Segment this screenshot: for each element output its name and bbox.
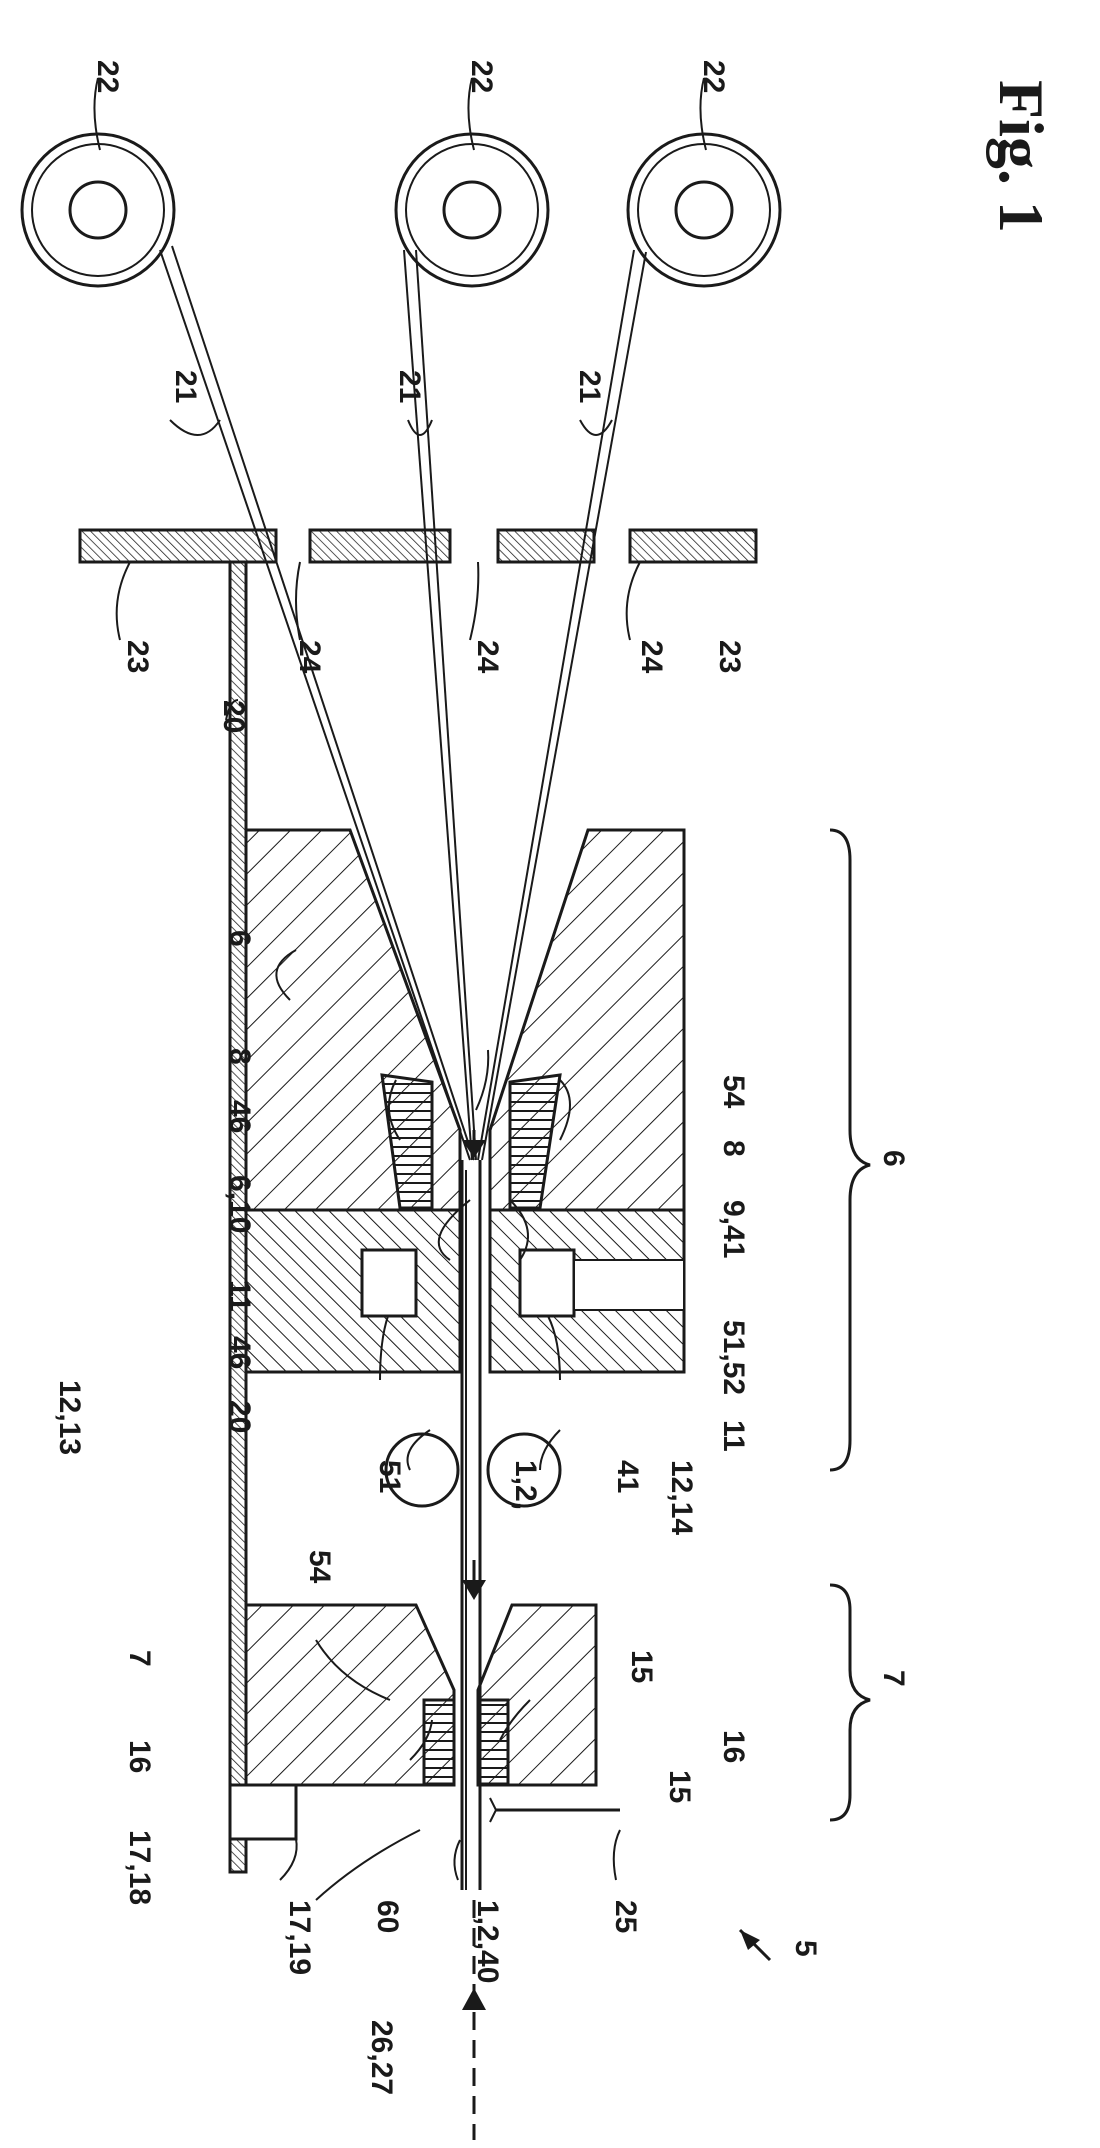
figure-title: Fig. 1: [986, 80, 1057, 233]
sensor-box: [230, 1785, 296, 1839]
label-22-left: 22: [91, 60, 124, 93]
label-21-left: 21: [169, 370, 202, 403]
brackets: [830, 830, 870, 1820]
label-6-top: 6: [223, 930, 256, 947]
guide-pin: [490, 1798, 620, 1822]
label-11-right: 11: [717, 1420, 750, 1452]
label-22-right: 22: [697, 60, 730, 93]
label-12-13: 12,13: [53, 1380, 86, 1455]
wall-plate: [80, 530, 756, 562]
label-25: 25: [609, 1900, 642, 1933]
label-41: 41: [611, 1460, 644, 1493]
label-26-27: 26,27: [365, 2020, 398, 2095]
reel-left: [22, 134, 174, 286]
label-24-c: 24: [635, 640, 668, 674]
label-1-2: 1,2,: [509, 1460, 542, 1510]
label-24-b: 24: [471, 640, 504, 674]
label-17-18: 17,18: [123, 1830, 156, 1905]
label-11-left: 11: [223, 1280, 256, 1312]
label-54-top: 54: [717, 1075, 750, 1109]
label-46-top: 46: [223, 1100, 256, 1133]
label-21-right: 21: [573, 370, 606, 403]
label-16-left: 16: [123, 1740, 156, 1773]
label-51-52: 51,52: [717, 1320, 750, 1395]
label-6-bracket: 6: [877, 1150, 910, 1167]
label-5: 5: [789, 1940, 822, 1957]
label-51: 51: [373, 1460, 406, 1493]
die-block-upper: [246, 830, 684, 1210]
label-60: 60: [371, 1900, 404, 1933]
reel-right: [628, 134, 780, 286]
reel-middle: [396, 134, 548, 286]
label-21-middle: 21: [393, 370, 426, 403]
label-20-bottom: 20: [223, 1400, 256, 1433]
die-block-lower: [246, 1605, 596, 1785]
label-8-right: 8: [717, 1140, 750, 1157]
label-15-bottom: 15: [663, 1770, 696, 1803]
label-7-bracket: 7: [877, 1670, 910, 1687]
label-9-41: 9,41: [717, 1200, 750, 1258]
label-17-19: 17,19: [283, 1900, 316, 1975]
label-8-left: 8: [223, 1048, 256, 1065]
label-23-left: 23: [121, 640, 154, 673]
label-24-a: 24: [293, 640, 326, 674]
label-22-middle: 22: [465, 60, 498, 93]
label-7-top: 7: [123, 1650, 156, 1667]
label-23-right: 23: [713, 640, 746, 673]
label-1-2-40: 1,2,40: [471, 1900, 504, 1983]
label-6-10: 6,10: [223, 1175, 256, 1233]
label-15-top: 15: [625, 1650, 658, 1683]
label-54-bottom: 54: [303, 1550, 336, 1584]
label-12-14: 12,14: [665, 1460, 698, 1535]
label-16-right: 16: [717, 1730, 750, 1763]
label-20-top: 20: [217, 700, 250, 733]
label-46-bottom: 46: [223, 1336, 256, 1369]
